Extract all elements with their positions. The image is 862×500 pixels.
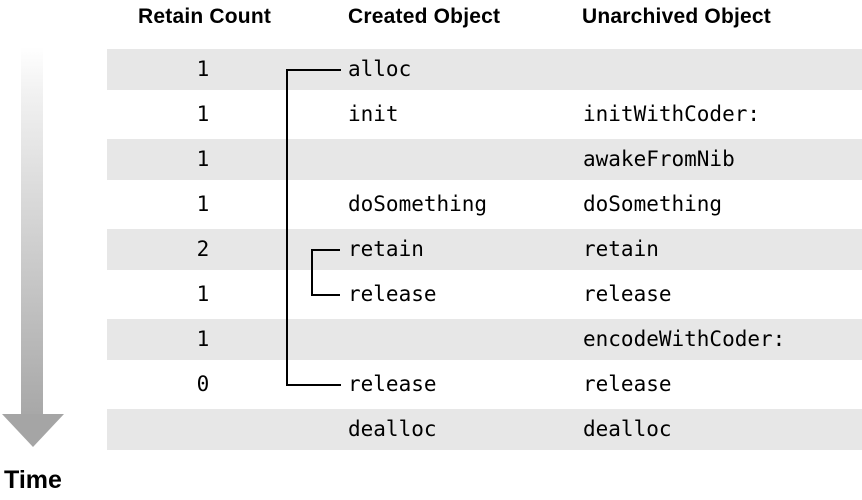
created-object-cell: doSomething — [348, 192, 488, 216]
lifecycle-table: 1 alloc 1 init initWithCoder: 1 awakeFro… — [107, 47, 862, 452]
created-object-cell: retain — [348, 237, 424, 261]
retain-count-cell — [107, 407, 299, 452]
table-row: 2 retain retain — [107, 227, 862, 272]
retain-count-cell: 2 — [196, 237, 210, 261]
created-object-cell: release — [348, 282, 437, 306]
column-header-created-object: Created Object — [348, 5, 501, 28]
table-row: 1 awakeFromNib — [107, 137, 862, 182]
retain-count-cell: 1 — [196, 102, 210, 126]
retain-count-cell: 0 — [196, 372, 210, 396]
table-row: 1 init initWithCoder: — [107, 92, 862, 137]
unarchived-object-cell: encodeWithCoder: — [583, 327, 786, 351]
retain-count-cell: 1 — [196, 57, 210, 81]
unarchived-object-cell: release — [583, 372, 672, 396]
table-row: 1 encodeWithCoder: — [107, 317, 862, 362]
table-row: dealloc dealloc — [107, 407, 862, 452]
table-row: 1 doSomething doSomething — [107, 182, 862, 227]
time-arrow-shaft — [21, 47, 43, 414]
table-row: 1 release release — [107, 272, 862, 317]
column-header-retain-count: Retain Count — [138, 5, 272, 28]
unarchived-object-cell: awakeFromNib — [583, 147, 735, 171]
created-object-cell: dealloc — [348, 417, 437, 441]
down-arrow-head-icon — [2, 414, 64, 447]
time-arrow-icon: Time — [0, 0, 110, 500]
unarchived-object-cell: doSomething — [583, 192, 723, 216]
unarchived-object-cell: dealloc — [583, 417, 672, 441]
table-row: 0 release release — [107, 362, 862, 407]
created-object-cell: release — [348, 372, 437, 396]
created-object-cell: alloc — [348, 57, 412, 81]
unarchived-object-cell: initWithCoder: — [583, 102, 761, 126]
retain-count-cell: 1 — [196, 192, 210, 216]
retain-count-cell: 1 — [196, 327, 210, 351]
unarchived-object-cell: release — [583, 282, 672, 306]
retain-count-cell: 1 — [196, 147, 210, 171]
column-header-unarchived-object: Unarchived Object — [582, 5, 771, 28]
retain-count-cell: 1 — [196, 282, 210, 306]
table-row: 1 alloc — [107, 47, 862, 92]
time-axis-label: Time — [4, 466, 62, 494]
created-object-cell: init — [348, 102, 399, 126]
unarchived-object-cell: retain — [583, 237, 659, 261]
